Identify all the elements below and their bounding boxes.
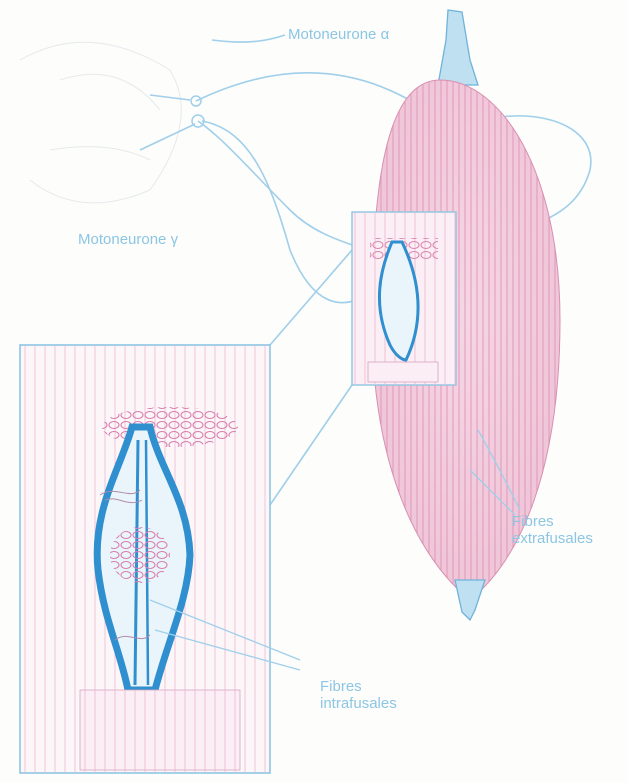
extrafusal-line-1: Fibres bbox=[512, 513, 593, 530]
extrafusal-fibers-label: Fibres extrafusales bbox=[512, 513, 593, 547]
intrafusal-fibers-label: Fibres intrafusales bbox=[320, 678, 397, 712]
top-tendon bbox=[438, 10, 478, 85]
detail-box-large bbox=[20, 345, 270, 773]
detail-box-small bbox=[352, 212, 456, 385]
intrafusal-line-2: intrafusales bbox=[320, 695, 397, 712]
extrafusal-line-2: extrafusales bbox=[512, 530, 593, 547]
spinal-cord-sketch bbox=[20, 42, 181, 203]
bottom-tendon bbox=[455, 580, 485, 620]
alpha-motoneuron-label: Motoneurone α bbox=[288, 26, 389, 43]
gamma-motoneuron-label: Motoneurone γ bbox=[78, 231, 178, 248]
intrafusal-line-1: Fibres bbox=[320, 678, 397, 695]
